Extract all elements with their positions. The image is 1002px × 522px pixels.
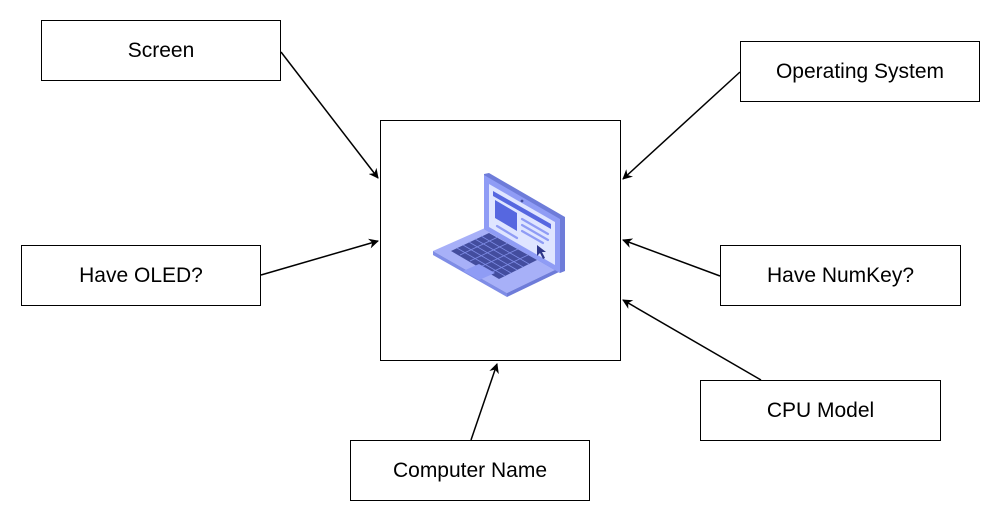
- screen-node: Screen: [41, 20, 281, 81]
- computer-node: [380, 120, 621, 361]
- arrow-oled-to-laptop: [260, 238, 379, 276]
- have-numkey-node-label: Have NumKey?: [766, 263, 915, 287]
- computer-name-node-label: Computer Name: [392, 458, 548, 482]
- operating-system-node: Operating System: [740, 41, 980, 102]
- arrow-screen-to-laptop: [280, 51, 379, 179]
- cpu-model-node: CPU Model: [700, 380, 941, 441]
- laptop-icon: [433, 173, 565, 297]
- arrow-numkey-to-laptop: [622, 238, 721, 277]
- arrow-name-to-laptop: [470, 363, 499, 441]
- screen-node-label: Screen: [127, 38, 195, 62]
- computer-name-node: Computer Name: [350, 440, 590, 501]
- have-numkey-node: Have NumKey?: [720, 245, 961, 306]
- cpu-model-node-label: CPU Model: [766, 398, 875, 422]
- arrow-cpu-to-laptop: [622, 299, 762, 381]
- operating-system-node-label: Operating System: [775, 59, 945, 83]
- have-oled-node-label: Have OLED?: [79, 263, 203, 287]
- arrow-os-to-laptop: [622, 71, 741, 180]
- have-oled-node: Have OLED?: [21, 245, 261, 306]
